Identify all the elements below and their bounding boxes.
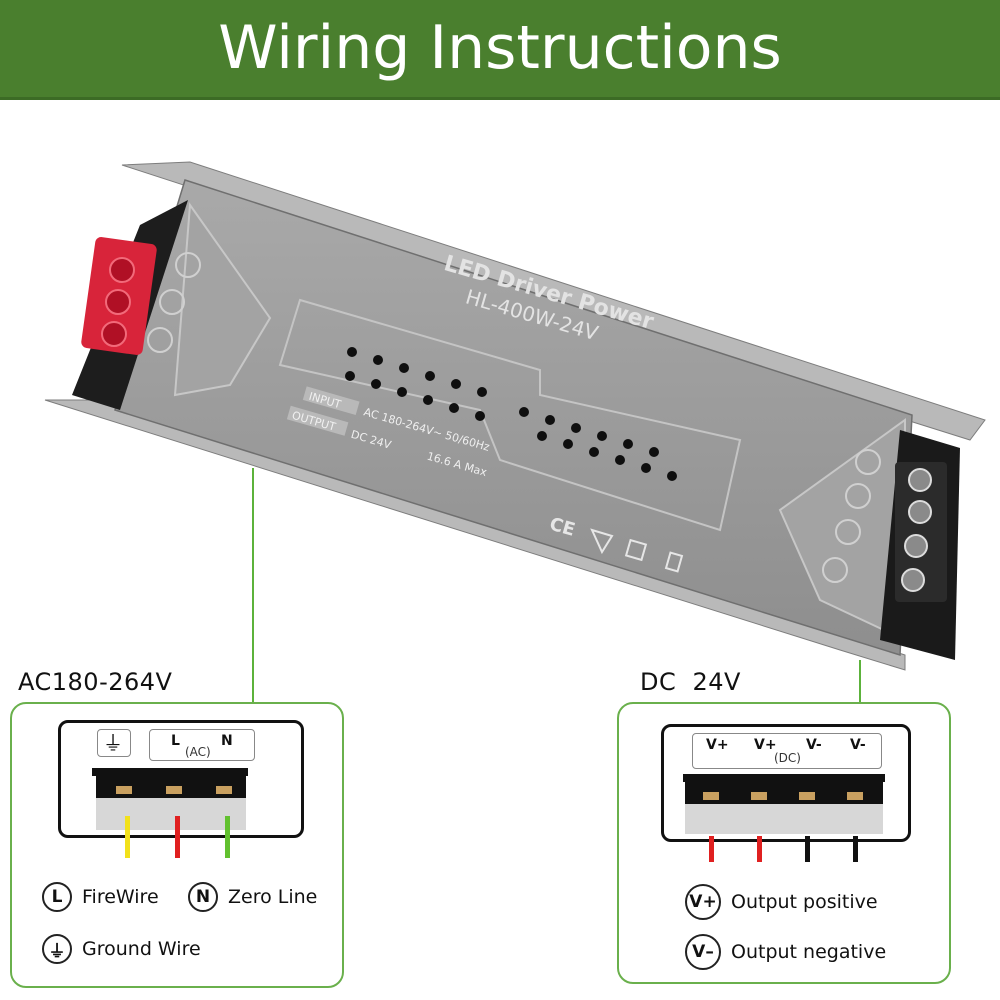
n-circle-icon: N [188, 882, 218, 912]
dc-terminals [683, 774, 885, 834]
f-mark-icon [590, 528, 614, 555]
l-circle-icon: L [42, 882, 72, 912]
dc-screw-4 [847, 792, 863, 800]
dc-legend-negative: V– Output negative [685, 934, 886, 970]
ground-circle-icon: ⏚ [42, 934, 72, 964]
vplus-emboss-icon-1 [855, 449, 881, 475]
dc-label-2: V+ [754, 737, 777, 753]
left-chevron [173, 202, 272, 397]
ac-label-box-ln [149, 729, 255, 761]
l-emboss-icon [159, 289, 185, 315]
ac-terminal-box: ⏚ L (AC) N [58, 720, 304, 838]
ac-legend-firewire: L FireWire [42, 882, 159, 912]
output-terminal-block [895, 462, 947, 602]
legend-text-ground-wire: Ground Wire [82, 938, 201, 960]
vminus-emboss-icon-2 [822, 557, 848, 583]
legend-text-output-negative: Output negative [731, 941, 887, 963]
vminus-emboss-icon-1 [835, 519, 861, 545]
ac-label-box-ground [97, 729, 131, 757]
dc-wire-4 [853, 836, 858, 862]
input-terminal-block [81, 237, 157, 355]
ac-wire-yellow [125, 816, 130, 858]
ac-terminals [92, 768, 248, 830]
ac-wire-green [225, 816, 230, 858]
dc-screw-2 [751, 792, 767, 800]
dc-wire-3 [805, 836, 810, 862]
dc-wire-1 [709, 836, 714, 862]
dc-label-1: V+ [706, 737, 729, 753]
vplus-circle-icon: V+ [685, 884, 721, 920]
dc-screw-1 [703, 792, 719, 800]
ac-leader-line [252, 468, 254, 702]
page-title: Wiring Instructions [218, 13, 782, 83]
ground-emboss-icon [175, 252, 201, 278]
ac-screw-2 [166, 786, 182, 794]
n-emboss-icon [147, 327, 173, 353]
vminus-circle-icon: V– [685, 934, 721, 970]
dc-label-box [692, 733, 882, 769]
ac-wire-red [175, 816, 180, 858]
led-driver-illustration: LED Driver Power HL-400W-24V INPUT OUTPU… [44, 161, 986, 671]
center-emboss-panel [278, 298, 742, 532]
ac-screw-3 [216, 786, 232, 794]
ac-panel: ⏚ L (AC) N L FireWire N Zero Line ⏚ Grou… [10, 702, 344, 988]
dc-label-3: V- [806, 737, 822, 753]
dc-label-dc: (DC) [774, 751, 801, 765]
dc-panel: V+ V+ (DC) V- V- V+ Output positive V– O… [617, 702, 951, 984]
ground-symbol-icon: ⏚ [103, 731, 123, 755]
legend-text-firewire: FireWire [82, 886, 159, 908]
legend-text-output-positive: Output positive [731, 891, 878, 913]
vent-holes [345, 347, 677, 481]
dc-terminal-box: V+ V+ (DC) V- V- [661, 724, 911, 842]
dc-leader-line [859, 660, 861, 702]
legend-text-zero-line: Zero Line [228, 886, 318, 908]
lightning-mark-icon [624, 538, 648, 562]
dc-legend-positive: V+ Output positive [685, 884, 878, 920]
ac-label-l: L [171, 733, 180, 749]
ac-label-ac: (AC) [185, 745, 211, 759]
ac-legend-ground-wire: ⏚ Ground Wire [42, 934, 201, 964]
ac-heading: AC180-264V [18, 668, 173, 696]
device-body [114, 179, 913, 657]
ac-screw-1 [116, 786, 132, 794]
dc-screw-3 [799, 792, 815, 800]
dc-label-4: V- [850, 737, 866, 753]
bin-mark-icon [664, 551, 684, 573]
dc-heading: DC 24V [640, 668, 741, 696]
vplus-emboss-icon-2 [845, 483, 871, 509]
dc-wire-2 [757, 836, 762, 862]
header-banner: Wiring Instructions [0, 0, 1000, 100]
ac-label-n: N [221, 733, 233, 749]
ac-legend-zero-line: N Zero Line [188, 882, 317, 912]
